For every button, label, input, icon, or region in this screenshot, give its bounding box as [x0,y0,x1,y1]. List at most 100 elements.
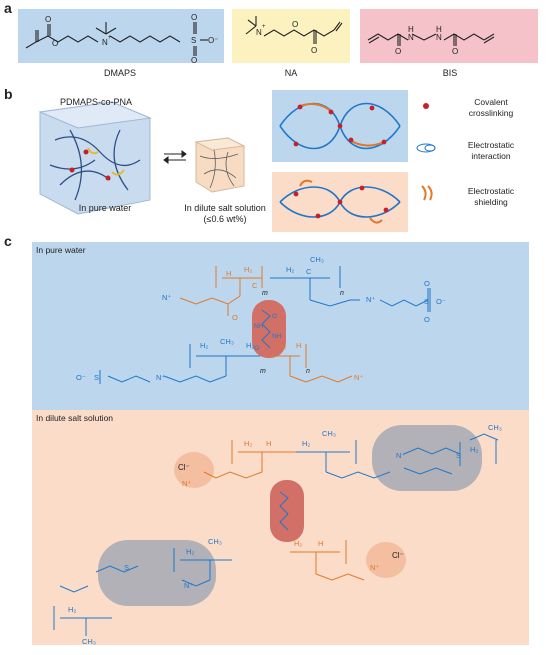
svg-text:H₂: H₂ [470,445,478,454]
svg-text:O⁻: O⁻ [436,297,446,306]
shield-pill-top [372,425,482,491]
svg-text:O: O [254,345,259,352]
monomer-structures: O O N+ S O O O⁻ N+ O O O H N [18,9,538,65]
legend-covalent-2: crosslinking [468,108,514,118]
electrostatic-interaction-icon [416,143,436,153]
svg-text:H₂: H₂ [68,605,76,614]
dmaps-structure [25,22,208,56]
svg-text:N: N [408,33,414,42]
crosslink-pill-salt [270,480,304,542]
svg-text:O: O [52,39,58,48]
exchange-arrows [163,150,187,164]
legend-shielding-1: Electrostatic [467,186,515,196]
svg-text:H: H [296,341,301,350]
svg-text:N⁺: N⁺ [162,293,171,302]
panel-c-letter: c [4,233,12,249]
svg-text:+: + [108,35,112,41]
svg-text:NH: NH [254,323,264,330]
dmaps-label: DMAPS [103,68,136,78]
svg-text:O: O [452,47,458,56]
bis-structure [367,33,495,46]
svg-text:CH₃: CH₃ [488,423,502,432]
subscript-m-1: m [262,290,268,297]
bis-label: BIS [442,68,458,78]
svg-text:H: H [226,269,231,278]
dilute-salt-label-1: In dilute salt solution [184,203,266,213]
water-top-chain [215,266,263,296]
svg-text:H₂: H₂ [186,547,194,556]
panel-a-letter: a [4,0,12,16]
svg-text:O: O [191,56,197,65]
svg-text:CH₃: CH₃ [208,537,222,546]
salt-title: In dilute salt solution [36,413,114,423]
svg-text:N: N [102,38,108,47]
legend-electrostatic-1: Electrostatic [467,140,515,150]
svg-text:O: O [395,47,401,56]
svg-text:N⁺: N⁺ [156,373,165,382]
svg-text:O: O [424,279,430,288]
subscript-m-2: m [260,368,266,375]
hydrogel-cube-salt [194,137,246,193]
svg-text:N⁺: N⁺ [184,581,193,590]
svg-text:H₂: H₂ [244,439,252,448]
copolymer-label: PDMAPS-co-PNA [60,97,133,107]
covalent-crosslink-icon [423,103,429,109]
svg-text:CH₃: CH₃ [82,637,96,646]
pure-water-label: In pure water [78,203,132,213]
dilute-salt-label-2: (≤0.6 wt%) [203,214,247,224]
subscript-n-2: n [306,368,310,375]
svg-text:O: O [424,315,430,324]
svg-text:N: N [256,28,262,37]
electrostatic-shielding-icon [421,185,433,201]
svg-text:CH₃: CH₃ [322,429,336,438]
na-box [232,9,350,63]
cl-pill-right [366,542,406,578]
legend-electrostatic-2: interaction [471,151,511,161]
legend-shielding-2: shielding [474,197,508,207]
svg-text:S: S [424,297,429,306]
svg-text:O: O [292,20,298,29]
svg-text:S: S [456,451,461,460]
svg-text:H₂: H₂ [246,341,254,350]
svg-text:S: S [94,373,99,382]
bis-box [360,9,538,63]
network-water [272,90,408,162]
svg-text:H₂: H₂ [200,341,208,350]
pure-water-title: In pure water [36,245,86,255]
panel-c-illustration: H H₂ C H₂ C CH₃ N⁺ O N⁺ S O⁻ O O O NH NH… [32,242,529,646]
svg-text:+: + [262,24,266,30]
svg-text:S: S [124,563,129,572]
svg-text:H: H [408,25,414,34]
svg-text:O: O [191,13,197,22]
svg-text:NH: NH [272,333,282,340]
svg-text:O⁻: O⁻ [76,373,86,382]
svg-text:H₂: H₂ [302,439,310,448]
na-structure [245,16,343,44]
chloride-left: Cl⁻ [178,463,190,472]
svg-text:H₂: H₂ [294,539,302,548]
shield-pill-bottom [98,540,216,606]
svg-text:N⁺: N⁺ [354,373,363,382]
crosslink-pill-water [252,300,286,358]
svg-text:S: S [191,36,196,45]
cl-pill-left [174,452,214,488]
chloride-right: Cl⁻ [392,551,404,560]
svg-text:H₂: H₂ [244,265,252,274]
svg-text:O: O [272,313,277,320]
svg-text:H: H [436,25,442,34]
subscript-n-1: n [340,290,344,297]
legend-covalent-1: Covalent [474,97,508,107]
na-label: NA [284,68,298,78]
svg-text:CH₃: CH₃ [220,337,234,346]
network-salt [272,172,408,232]
svg-text:N⁺: N⁺ [370,563,379,572]
svg-text:C: C [306,267,312,276]
svg-text:O: O [311,46,317,55]
panel-b-illustration [38,90,436,232]
svg-text:H₂: H₂ [286,265,294,274]
svg-text:N: N [436,33,442,42]
svg-text:N⁺: N⁺ [366,295,375,304]
svg-text:O⁻: O⁻ [208,36,218,45]
svg-text:N⁺: N⁺ [396,451,405,460]
svg-text:H₂: H₂ [278,341,286,350]
